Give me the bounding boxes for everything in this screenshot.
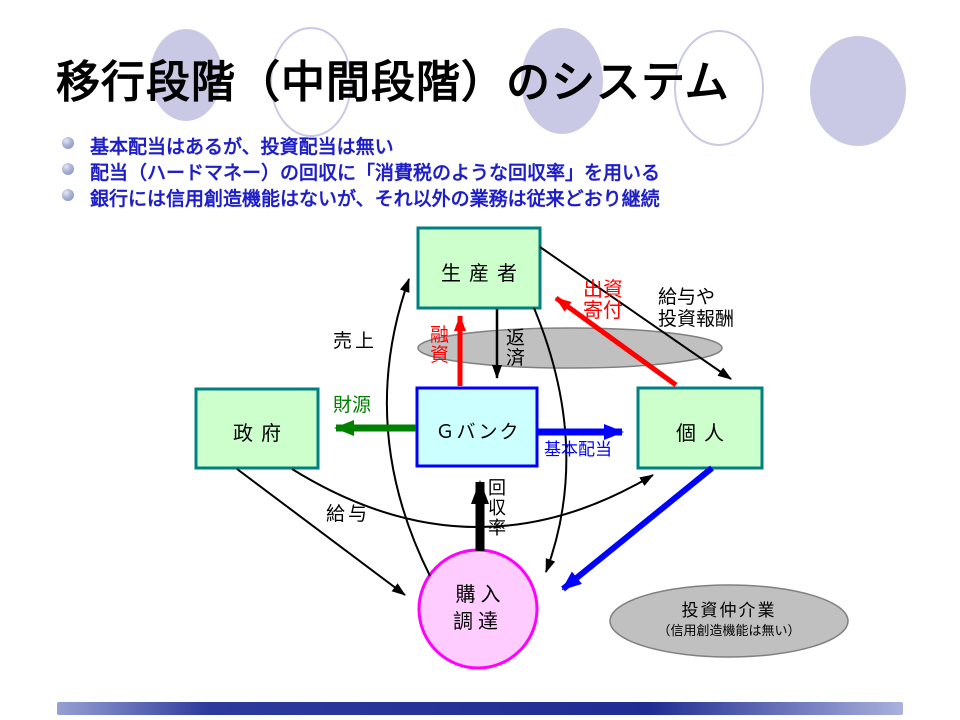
deco-ellipse-3 [521,28,603,134]
label-loan: 融資 [430,325,450,366]
bullet-item: 基本配当はあるが、投資配当は無い [60,132,660,158]
deco-ellipse-5 [810,36,906,146]
label-salary-investment-reward: 給与や 投資報酬 [658,287,735,330]
gray-ellipse-loan-zone [417,327,723,369]
bullet-text: 基本配当はあるが、投資配当は無い [90,137,394,158]
bullet-item: 配当（ハードマネー）の回収に「消費税のような回収率」を用いる [60,158,660,184]
label-sales: 売上 [333,331,378,352]
deco-ellipse-2 [270,27,352,137]
arrow-producer-to-purchase [533,307,568,573]
purchase-label: 購入 調達 [453,584,506,633]
label-basic-dividend: 基本配当 [544,440,612,459]
producer-box [416,226,542,310]
label-salary: 給与 [326,504,371,525]
bullet-text: 配当（ハードマネー）の回収に「消費税のような回収率」を用いる [90,163,661,184]
intermediary-subtitle: （信用創造機能は無い） [657,623,801,638]
label-repayment: 返済 [506,328,526,369]
bullet-item: 銀行には信用創造機能はないが、それ以外の業務は従来どおり継続 [60,184,660,210]
arrow-investment-individual-to-producer [554,295,678,388]
individual-box [636,386,764,470]
slide-title: 移行段階（中間段階）のシステム [56,58,730,107]
producer-label: 生産者 [441,263,525,285]
government-label: 政府 [233,423,289,445]
government-box [194,387,320,470]
intermediary-title: 投資仲介業 [681,601,777,620]
arrow-government-to-individual [291,468,654,529]
bullet-list: 基本配当はあるが、投資配当は無い 配当（ハードマネー）の回収に「消費税のような回… [60,132,660,210]
arrow-individual-to-purchase [561,465,714,592]
gbank-box [415,386,539,468]
bottom-accent-bar [57,702,903,715]
arrow-salary-government-to-purchase [236,468,406,596]
gray-ellipse-intermediary [609,584,849,658]
label-investment-donation: 出資 寄付 [583,279,623,322]
label-funding-source: 財源 [333,395,372,416]
bullet-icon [62,163,74,175]
arrow-reward-producer-to-individual [539,246,732,380]
deco-ellipse-4 [674,30,764,146]
bullet-icon [62,137,74,149]
deco-ellipse-1 [150,29,222,121]
label-collection-rate: 回収率 [488,478,506,538]
individual-label: 個人 [676,423,732,445]
bullet-text: 銀行には信用創造機能はないが、それ以外の業務は従来どおり継続 [90,189,660,210]
bullet-icon [62,189,74,201]
gbank-label: Ｇバンク [435,422,521,443]
